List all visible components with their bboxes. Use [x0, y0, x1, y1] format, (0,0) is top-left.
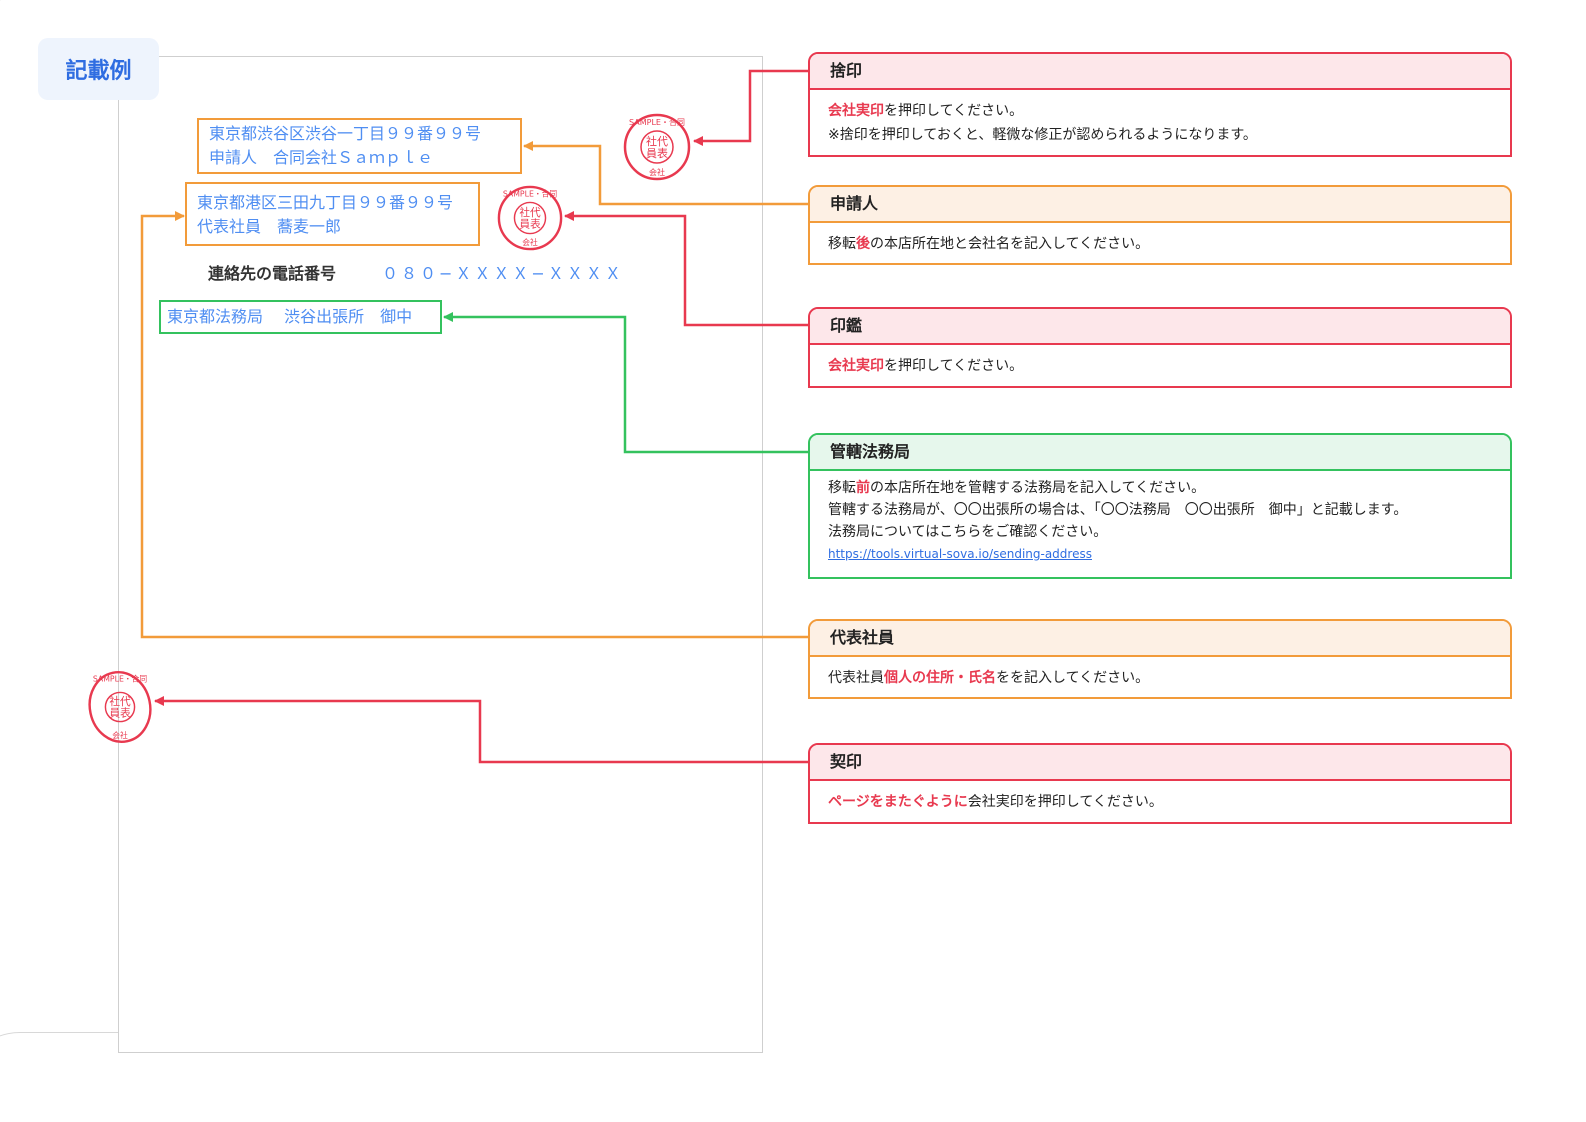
callout-kei-in: 契印 ページをまたぐように会社実印を押印してください。 [808, 743, 1512, 824]
callout-title: 申請人 [810, 187, 1510, 223]
callout-inkan: 印鑑 会社実印を押印してください。 [808, 307, 1512, 388]
applicant-box: 東京都渋谷区渋谷一丁目９９番９９号 申請人 合同会社Ｓａｍｐｌｅ [197, 118, 522, 174]
phone-label: 連絡先の電話番号 [208, 264, 337, 283]
sute-in-seal: 社代 員表 SAMPLE・合同 会社 [623, 113, 691, 181]
seal-center-text: 員表 [646, 146, 668, 160]
callout-title: 捨印 [810, 54, 1510, 90]
callout-title: 印鑑 [810, 309, 1510, 345]
seal-ring-text: 会社 [112, 730, 128, 740]
representative-address: 東京都港区三田九丁目９９番９９号 [197, 193, 454, 212]
representative-name: 代表社員 蕎麦一郎 [197, 217, 342, 236]
sending-address-link[interactable]: https://tools.virtual-sova.io/sending-ad… [828, 547, 1092, 561]
seal-ring-text: SAMPLE・合同 [629, 117, 685, 127]
body-text: 法務局についてはこちらをご確認ください。 [828, 524, 1108, 540]
highlight-text: 会社実印 [828, 103, 884, 119]
callout-body: ページをまたぐように会社実印を押印してください。 [810, 781, 1510, 824]
page-title: 記載例 [38, 38, 159, 100]
bureau-name: 東京都法務局 渋谷出張所 御中 [167, 307, 413, 326]
callout-body: 移転前の本店所在地を管轄する法務局を記入してください。 管轄する法務局が、〇〇出… [810, 471, 1510, 575]
seal-ring-text: 会社 [649, 167, 665, 177]
company-seal: 社代 員表 SAMPLE・合同 会社 [497, 185, 563, 251]
body-text: を押印してください。 [884, 358, 1024, 374]
body-text: 移転 [828, 480, 856, 496]
callout-representative: 代表社員 代表社員個人の住所・氏名をを記入してください。 [808, 619, 1512, 699]
callout-body: 移転後の本店所在地と会社名を記入してください。 [810, 223, 1510, 266]
body-text: を押印してください。 [884, 103, 1024, 119]
body-text: をを記入してください。 [996, 670, 1150, 686]
callout-body: 代表社員個人の住所・氏名をを記入してください。 [810, 657, 1510, 700]
seal-center-text: 員表 [519, 218, 541, 231]
body-text: の本店所在地を管轄する法務局を記入してください。 [870, 480, 1206, 496]
body-text: 管轄する法務局が、〇〇出張所の場合は、「〇〇法務局 〇〇出張所 御中」と記載しま… [828, 502, 1408, 518]
seal-center-text: 社代 [646, 134, 668, 148]
callout-sute-in: 捨印 会社実印を押印してください。 ※捨印を押印しておくと、軽微な修正が認められ… [808, 52, 1512, 157]
phone-value: ０８０−ＸＸＸＸ−ＸＸＸＸ [382, 264, 624, 283]
seal-ring-text: SAMPLE・合同 [93, 674, 148, 684]
bureau-box: 東京都法務局 渋谷出張所 御中 [159, 300, 442, 334]
body-text: の本店所在地と会社名を記入してください。 [870, 236, 1150, 252]
highlight-text: 後 [856, 236, 870, 252]
callout-title: 代表社員 [810, 621, 1510, 657]
callout-title: 管轄法務局 [810, 435, 1510, 471]
kei-in-seal: 社代 員表 SAMPLE・合同 会社 [88, 671, 152, 743]
callout-applicant: 申請人 移転後の本店所在地と会社名を記入してください。 [808, 185, 1512, 265]
highlight-text: 前 [856, 480, 870, 496]
highlight-text: 個人の住所・氏名 [884, 670, 996, 686]
body-text: ※捨印を押印しておくと、軽微な修正が認められるようになります。 [828, 127, 1257, 143]
callout-body: 会社実印を押印してください。 ※捨印を押印しておくと、軽微な修正が認められるよう… [810, 90, 1510, 157]
callout-body: 会社実印を押印してください。 [810, 345, 1510, 388]
applicant-name: 申請人 合同会社Ｓａｍｐｌｅ [209, 148, 434, 167]
seal-ring-text: SAMPLE・合同 [503, 189, 558, 199]
representative-box: 東京都港区三田九丁目９９番９９号 代表社員 蕎麦一郎 [185, 182, 480, 246]
seal-center-text: 社代 [109, 695, 131, 708]
seal-center-text: 員表 [109, 707, 131, 720]
highlight-text: 会社実印 [828, 358, 884, 374]
callout-title: 契印 [810, 745, 1510, 781]
paper-curl-decoration [0, 1032, 120, 1093]
body-text: 移転 [828, 236, 856, 252]
callout-bureau: 管轄法務局 移転前の本店所在地を管轄する法務局を記入してください。 管轄する法務… [808, 433, 1512, 579]
seal-ring-text: 会社 [522, 237, 538, 247]
body-text: 会社実印を押印してください。 [967, 794, 1163, 810]
highlight-text: ページをまたぐように [828, 794, 968, 810]
applicant-address: 東京都渋谷区渋谷一丁目９９番９９号 [209, 124, 482, 143]
body-text: 代表社員 [828, 670, 884, 686]
